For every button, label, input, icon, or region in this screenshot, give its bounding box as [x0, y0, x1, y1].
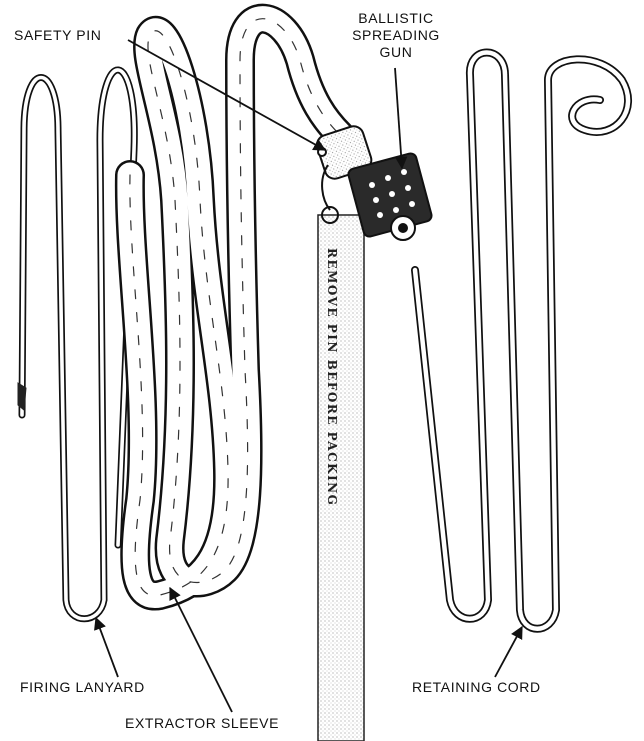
firing-lanyard — [18, 70, 134, 619]
retaining-cord — [415, 53, 628, 629]
ballistic-spreading-gun-label: BALLISTIC SPREADING GUN — [336, 10, 456, 61]
ballistic-gun-leader — [395, 68, 402, 168]
ballistic-label-line-1: BALLISTIC — [336, 10, 456, 27]
firing-lanyard-label: FIRING LANYARD — [20, 679, 145, 696]
ballistic-label-line-3: GUN — [336, 44, 456, 61]
safety-pin-label: SAFETY PIN — [14, 27, 101, 44]
ballistic-label-line-2: SPREADING — [336, 27, 456, 44]
retaining-cord-label: RETAINING CORD — [412, 679, 541, 696]
extractor-sleeve-leader — [170, 588, 232, 712]
remove-pin-tag: REMOVE PIN BEFORE PACKING — [318, 207, 364, 741]
retaining-cord-leader — [495, 627, 522, 677]
extractor-sleeve — [130, 19, 340, 596]
tag-text: REMOVE PIN BEFORE PACKING — [325, 248, 339, 506]
extractor-sleeve-label: EXTRACTOR SLEEVE — [125, 715, 279, 732]
firing-lanyard-leader — [96, 618, 118, 677]
